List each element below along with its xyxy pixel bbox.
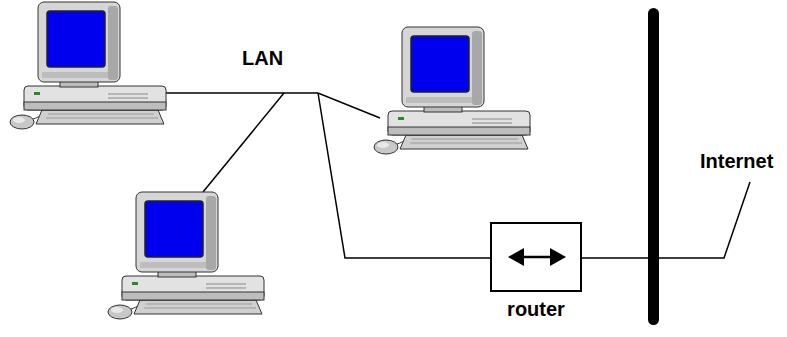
router-box: router [490,222,582,292]
network-label: LAN [240,47,285,70]
node-label: router [507,298,565,321]
network-label: Internet [698,150,775,173]
